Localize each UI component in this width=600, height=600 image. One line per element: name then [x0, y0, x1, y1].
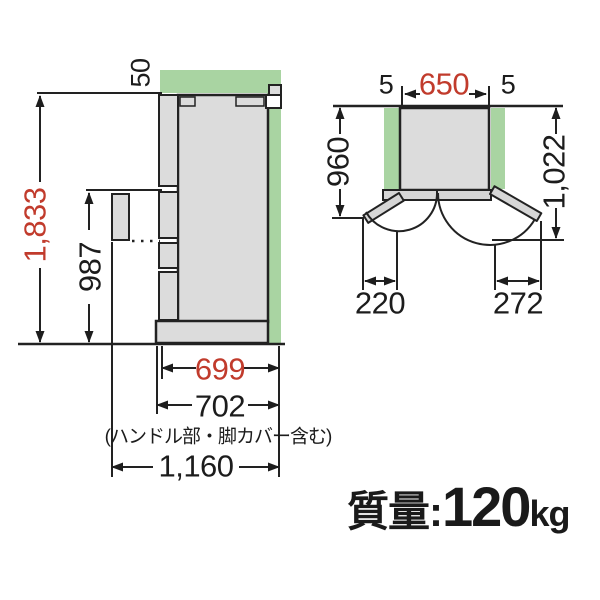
tv-right-clearance-strip: [491, 108, 505, 189]
dim-label-depth-handle: 702: [194, 388, 246, 424]
side-top-trim-1: [179, 96, 196, 107]
weight-label: 質量:: [347, 488, 443, 535]
tv-right-door-swing-arc: [437, 192, 536, 246]
side-top-trim-2: [235, 96, 265, 107]
dim-label-lower-height: 987: [72, 241, 108, 293]
dim-label-width: 650: [418, 66, 470, 102]
side-drawer-front-3: [158, 271, 179, 321]
dim-label-depth-door-open: 1,160: [158, 448, 234, 484]
side-open-drawer: [111, 193, 130, 241]
tv-door-right-closed: [436, 189, 492, 201]
side-view: [18, 70, 285, 477]
side-top-back-notch: [265, 94, 282, 109]
dim-label-depth: 699: [194, 351, 246, 387]
tv-door-right-open: [489, 185, 543, 222]
dim-label-top-clearance: 50: [125, 58, 156, 88]
side-door-panel: [158, 94, 179, 187]
dim-label-right-clearance: 5: [500, 69, 516, 100]
weight-unit: kg: [529, 493, 570, 534]
dim-label-left-protrusion: 220: [354, 285, 406, 321]
dim-label-left-open-depth: 960: [320, 136, 356, 188]
tv-left-door-swing-arc: [365, 191, 439, 233]
side-top-clearance-strip: [160, 70, 281, 93]
side-drawer-front-2: [158, 242, 179, 269]
side-back-clearance-strip: [267, 93, 281, 343]
dim-label-right-open-depth: 1,022: [536, 134, 572, 210]
side-top-back-tab: [268, 84, 282, 96]
tv-left-clearance-strip: [384, 108, 400, 189]
dim-note-handle-legcover: (ハンドル部・脚カバー含む): [104, 426, 333, 448]
side-body: [176, 93, 270, 324]
side-base: [154, 319, 270, 345]
dim-label-left-clearance: 5: [378, 69, 394, 100]
dim-label-right-protrusion: 272: [492, 285, 544, 321]
weight-value: 120: [442, 475, 531, 538]
side-drawer-front-1: [158, 191, 179, 239]
dim-label-total-height: 1,833: [17, 187, 53, 263]
tv-door-left-open: [362, 192, 405, 224]
tv-body: [398, 106, 491, 192]
top-view: [332, 86, 564, 290]
